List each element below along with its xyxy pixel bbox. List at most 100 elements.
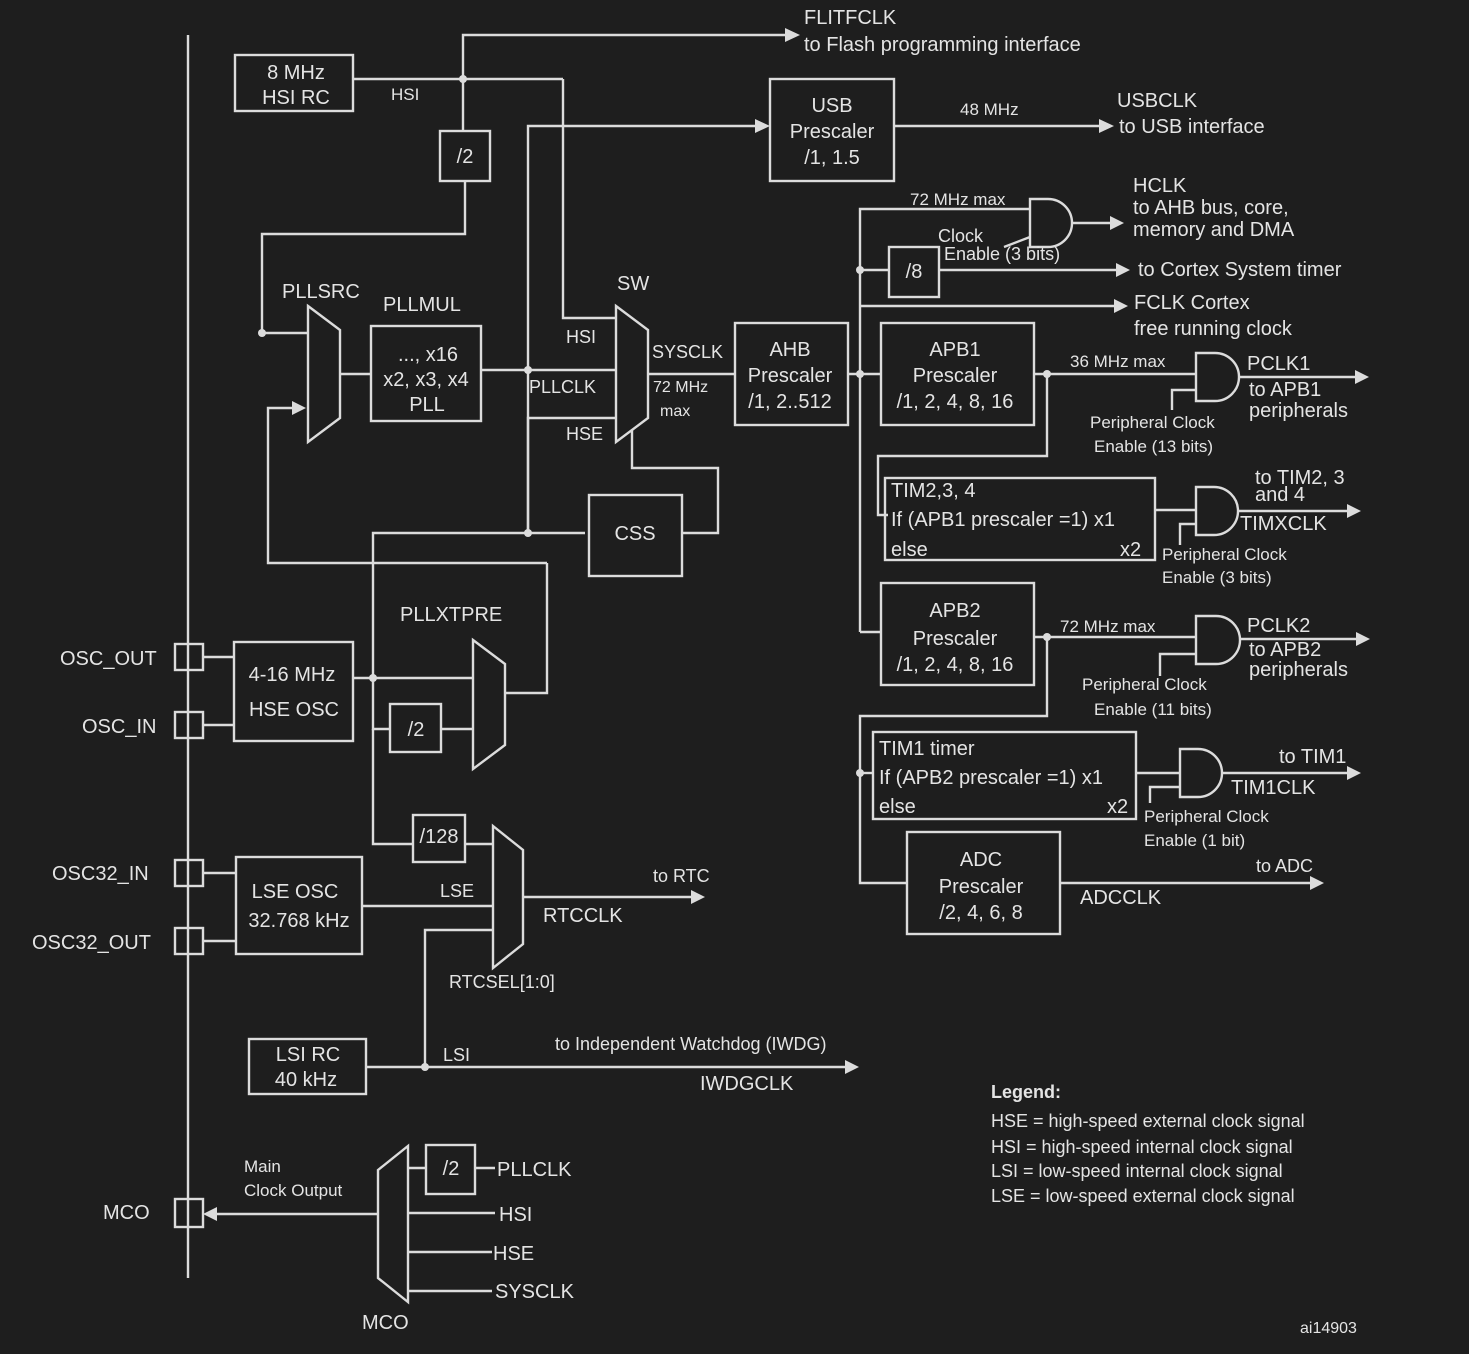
pin-label-osc32-out: OSC32_OUT — [32, 932, 151, 954]
wire-tim1-enable — [1148, 785, 1180, 803]
sysclk-max-line1: 72 MHz — [653, 379, 708, 396]
legend-item-hsi: HSI = high-speed internal clock signal — [991, 1137, 1293, 1157]
main-clock-output-line1: Main — [244, 1157, 281, 1176]
div8-label: /8 — [906, 261, 923, 283]
mco-div2-label: /2 — [443, 1158, 460, 1180]
arrow-timxclk — [1347, 504, 1361, 518]
mco-div2-block — [424, 1143, 477, 1196]
hclk-desc1: to AHB bus, core, — [1133, 197, 1289, 219]
sw-in-pllclk: PLLCLK — [529, 377, 596, 397]
pclk1-desc1: to APB1 — [1249, 379, 1321, 401]
adc-prescaler-line3: /2, 4, 6, 8 — [939, 902, 1022, 924]
tim234-line2: If (APB1 prescaler =1) x1 — [891, 509, 1115, 531]
iwdg-dest: to Independent Watchdog (IWDG) — [555, 1034, 826, 1054]
tim1-dest: to TIM1 — [1279, 746, 1346, 768]
sw-in-hse: HSE — [566, 424, 603, 444]
fclk-desc: free running clock — [1134, 318, 1293, 340]
pclk2-desc1: to APB2 — [1249, 639, 1321, 661]
adc-dest: to ADC — [1256, 856, 1313, 876]
tim234-block — [883, 476, 1157, 562]
ahb-prescaler-line1: AHB — [769, 339, 810, 361]
wire-pclk1-enable — [1170, 388, 1196, 410]
legend-item-hse: HSE = high-speed external clock signal — [991, 1111, 1305, 1131]
apb2-prescaler-line3: /1, 2, 4, 8, 16 — [897, 654, 1014, 676]
ahb-max-label: 72 MHz max — [910, 190, 1006, 209]
pll-line3: PLL — [409, 394, 445, 416]
sysclk-max-line2: max — [660, 403, 690, 420]
mco-sel-label: MCO — [362, 1312, 409, 1334]
lsi-label: LSI — [443, 1045, 470, 1065]
lse-osc-block — [234, 855, 364, 956]
usbclk-desc: to USB interface — [1119, 116, 1265, 138]
arrow-hclk — [1110, 216, 1124, 230]
usb-prescaler-line3: /1, 1.5 — [804, 147, 860, 169]
tim1-line1: TIM1 timer — [879, 738, 975, 760]
pllmul-label: PLLMUL — [383, 294, 461, 316]
arrow-tim1clk — [1347, 766, 1361, 780]
apb1-max-label: 36 MHz max — [1070, 352, 1166, 371]
tim1-line3: else — [879, 796, 916, 818]
wire-hclk-bus — [858, 207, 1030, 632]
wire-apb2-to-tim1 — [858, 637, 1049, 885]
pce3-line2: Enable (3 bits) — [1162, 568, 1272, 587]
rtc-dest: to RTC — [653, 866, 710, 886]
wire-hsi-div2-to-pllsrc — [260, 181, 467, 335]
figure-id: ai14903 — [1300, 1320, 1357, 1337]
rtcsel-label: RTCSEL[1:0] — [449, 972, 555, 992]
pclk1-label: PCLK1 — [1247, 353, 1310, 375]
sw-mux — [614, 303, 650, 445]
wire-sw-css-feedback — [630, 430, 720, 535]
pce13-line1: Peripheral Clock — [1090, 413, 1215, 432]
iwdgclk-label: IWDGCLK — [700, 1073, 794, 1095]
hsi-rc-block — [233, 53, 355, 113]
pce1-line2: Enable (1 bit) — [1144, 831, 1245, 850]
ahb-prescaler-line3: /1, 2..512 — [748, 391, 831, 413]
wire-flitfclk — [461, 33, 785, 79]
tim234-line3: else — [891, 539, 928, 561]
wire-pclk2-enable — [1158, 652, 1196, 676]
timx-dest1: to TIM2, 3 — [1255, 467, 1345, 489]
tim234-line1: TIM2,3, 4 — [891, 480, 975, 502]
hse-div2-label: /2 — [408, 719, 425, 741]
pin-label-osc32-in: OSC32_IN — [52, 863, 149, 885]
tim1-line2: If (APB2 prescaler =1) x1 — [879, 767, 1103, 789]
pllsrc-label: PLLSRC — [282, 281, 360, 303]
timxclk-label: TIMXCLK — [1240, 513, 1327, 535]
apb1-prescaler-line1: APB1 — [929, 339, 980, 361]
hclk-label: HCLK — [1133, 175, 1187, 197]
wire-lsi-to-rtcsel — [423, 928, 493, 1067]
tim1-line4: x2 — [1107, 796, 1128, 818]
wire-hse-to-sw — [371, 531, 585, 678]
wire-hse-to-div2 — [371, 678, 390, 731]
junction-hse-css — [524, 529, 532, 537]
usb-prescaler-line1: USB — [811, 95, 852, 117]
pll-block — [369, 324, 483, 423]
arrow-rtc — [691, 890, 705, 904]
tim1-block — [871, 730, 1138, 821]
arrow-mco — [203, 1207, 217, 1221]
arrow-usb-in — [755, 119, 770, 133]
hsi-wire-label: HSI — [391, 85, 419, 104]
pin-label-mco: MCO — [103, 1202, 150, 1224]
rtcclk-label: RTCCLK — [543, 905, 623, 927]
sysclk-label: SYSCLK — [652, 342, 723, 362]
arrow-pclk1 — [1355, 370, 1369, 384]
pin-label-osc-in: OSC_IN — [82, 716, 156, 738]
pll-line1: ..., x16 — [398, 344, 458, 366]
hsi-rc-line2: HSI RC — [262, 87, 330, 109]
apb1-prescaler-line3: /1, 2, 4, 8, 16 — [897, 391, 1014, 413]
tim234-line4: x2 — [1120, 539, 1141, 561]
wire-apb1-to-tim234 — [876, 374, 1049, 517]
pclk1-desc2: peripherals — [1249, 400, 1348, 422]
pclk2-and-gate — [1194, 614, 1242, 666]
arrow-iwdg — [845, 1060, 859, 1074]
hse-osc-line1: 4-16 MHz — [249, 664, 336, 686]
adcclk-label: ADCCLK — [1080, 887, 1162, 909]
usb-prescaler-block — [768, 77, 896, 183]
wire-hse-to-pllsrc — [266, 406, 547, 565]
hse-osc-block — [232, 640, 355, 743]
lse-label: LSE — [440, 881, 474, 901]
mco-pin — [173, 1197, 205, 1229]
arrow-fclk — [1114, 299, 1128, 313]
